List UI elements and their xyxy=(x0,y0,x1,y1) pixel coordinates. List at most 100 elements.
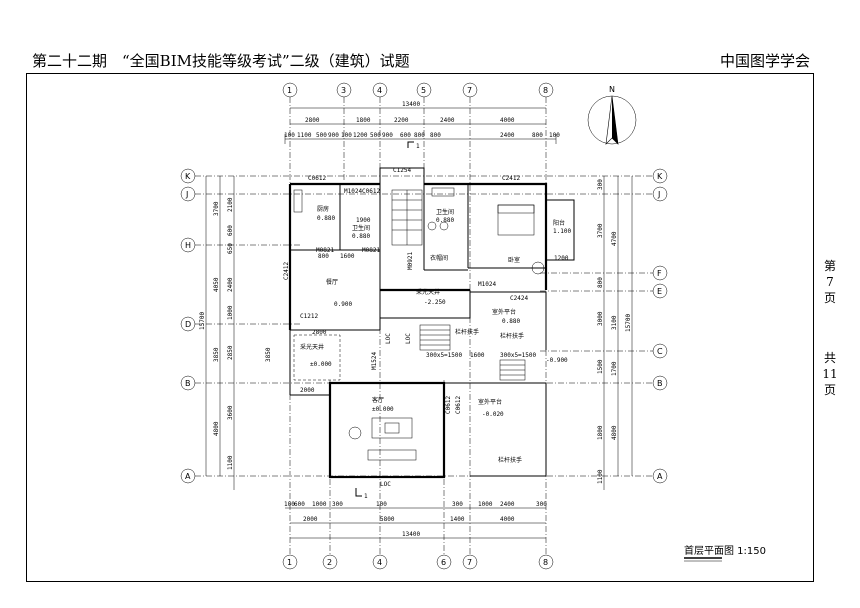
furniture xyxy=(293,187,545,461)
room-bath-1: 卫生间 xyxy=(352,224,370,232)
svg-text:800: 800 xyxy=(414,132,425,139)
svg-text:2400: 2400 xyxy=(500,501,515,508)
svg-text:M0821: M0821 xyxy=(362,247,380,254)
svg-text:1800: 1800 xyxy=(597,425,604,440)
svg-text:1700: 1700 xyxy=(611,361,618,376)
svg-text:M0821: M0821 xyxy=(316,247,334,254)
svg-text:1: 1 xyxy=(364,493,368,500)
axis-top-4: 4 xyxy=(372,82,388,98)
room-lightwell-2: 采光天井 xyxy=(300,343,324,351)
svg-text:1: 1 xyxy=(287,558,292,567)
svg-text:3850: 3850 xyxy=(213,347,220,362)
axis-right-E: E xyxy=(652,283,668,299)
svg-text:800: 800 xyxy=(597,277,604,288)
svg-text:3850: 3850 xyxy=(265,347,272,362)
opening-labels: C1254 C0612 C2412 M1024 C0612 M0821 M082… xyxy=(265,167,569,488)
left-axes: K J H D B A xyxy=(180,168,196,484)
dim-top-2: 1800 xyxy=(356,117,371,124)
svg-text:C0612: C0612 xyxy=(308,175,326,182)
room-closet: 衣帽间 xyxy=(430,254,448,262)
svg-text:1400: 1400 xyxy=(450,516,465,523)
svg-text:-0.020: -0.020 xyxy=(482,411,504,418)
svg-text:C0612: C0612 xyxy=(445,396,452,414)
svg-text:4800: 4800 xyxy=(611,425,618,440)
svg-text:300: 300 xyxy=(332,501,343,508)
svg-text:900: 900 xyxy=(328,132,339,139)
svg-text:1100: 1100 xyxy=(597,469,604,484)
dim-top-total: 13400 xyxy=(402,101,420,108)
svg-text:300x5=1500: 300x5=1500 xyxy=(426,352,463,359)
svg-text:100: 100 xyxy=(341,132,352,139)
svg-text:7: 7 xyxy=(467,558,472,567)
svg-text:F: F xyxy=(657,269,662,278)
svg-text:3000: 3000 xyxy=(597,311,604,326)
page-total: 共 11 页 xyxy=(822,351,838,397)
top-dimensions: 13400 2800 1800 2200 2400 4000 100 1100 … xyxy=(284,101,560,144)
svg-text:D: D xyxy=(185,320,191,329)
svg-text:300: 300 xyxy=(597,179,604,190)
axis-left-K: K xyxy=(180,168,196,184)
room-lightwell-1: 采光天井 xyxy=(416,288,440,296)
svg-text:0.880: 0.880 xyxy=(317,215,335,222)
right-dimensions: 300 3700 800 3000 1500 1800 1100 4700 31… xyxy=(597,176,633,490)
svg-text:3700: 3700 xyxy=(597,223,604,238)
svg-text:4700: 4700 xyxy=(611,231,618,246)
room-platform-1: 室外平台 xyxy=(492,308,516,316)
svg-text:300x5=1500: 300x5=1500 xyxy=(500,352,537,359)
north-pointer-fill xyxy=(612,96,618,144)
kitchen-counter-icon xyxy=(293,189,303,213)
svg-text:100: 100 xyxy=(376,501,387,508)
axis-right-C: C xyxy=(652,343,668,359)
axis-left-B: B xyxy=(180,375,196,391)
axis-top-1: 1 xyxy=(282,82,298,98)
svg-text:1.100: 1.100 xyxy=(553,228,571,235)
axis-bottom-2: 2 xyxy=(322,554,338,570)
svg-text:500: 500 xyxy=(370,132,381,139)
axis-top-7: 7 xyxy=(462,82,478,98)
svg-text:2800: 2800 xyxy=(312,329,327,336)
room-labels: 厨房 0.880 卫生间 0.880 卫生间 0.880 卧室 衣帽间 阳台 1… xyxy=(300,205,571,418)
drawing-title-block: 首层平面图 1:150 xyxy=(684,544,766,562)
axis-left-H: H xyxy=(180,237,196,253)
page-number: 第 7 页 xyxy=(823,259,836,305)
svg-text:-0.900: -0.900 xyxy=(546,357,568,364)
svg-text:0.880: 0.880 xyxy=(352,233,370,240)
bathtub-icon xyxy=(431,187,455,197)
svg-text:B: B xyxy=(185,379,191,388)
svg-text:M1524: M1524 xyxy=(371,352,378,370)
svg-text:C: C xyxy=(657,347,663,356)
armchair-icon xyxy=(531,261,545,275)
dim-top-5: 4000 xyxy=(500,117,515,124)
axis-bottom-8: 8 xyxy=(538,554,554,570)
svg-text:2000: 2000 xyxy=(300,387,315,394)
svg-text:600: 600 xyxy=(227,225,234,236)
axis-top-3: 3 xyxy=(336,82,352,98)
chair-icon xyxy=(348,426,362,440)
header-organization: 中国图学学会 xyxy=(719,52,810,70)
axis-right-J: J xyxy=(652,186,668,202)
svg-text:K: K xyxy=(185,172,191,181)
svg-text:2400: 2400 xyxy=(227,277,234,292)
axis-bottom-6: 6 xyxy=(436,554,452,570)
top-axes: 1 3 4 5 7 8 xyxy=(282,82,554,98)
svg-text:栏杆扶手: 栏杆扶手 xyxy=(498,456,522,464)
svg-text:E: E xyxy=(657,287,662,296)
svg-text:J: J xyxy=(657,190,660,199)
coffee-table-icon xyxy=(384,422,400,434)
svg-text:1: 1 xyxy=(416,143,420,150)
svg-text:1500: 1500 xyxy=(597,359,604,374)
svg-text:C2412: C2412 xyxy=(502,175,520,182)
svg-text:1000: 1000 xyxy=(478,501,493,508)
bed-icon xyxy=(497,204,535,236)
svg-text:C2412: C2412 xyxy=(283,262,290,280)
room-dining: 餐厅 xyxy=(326,278,338,286)
svg-text:LOC: LOC xyxy=(405,333,412,344)
axis-right-F: F xyxy=(652,265,668,281)
axis-grid xyxy=(195,97,653,555)
svg-text:600: 600 xyxy=(400,132,411,139)
svg-text:C1212: C1212 xyxy=(300,313,318,320)
svg-text:500: 500 xyxy=(316,132,327,139)
svg-text:300: 300 xyxy=(452,501,463,508)
sink-icon xyxy=(439,221,449,231)
